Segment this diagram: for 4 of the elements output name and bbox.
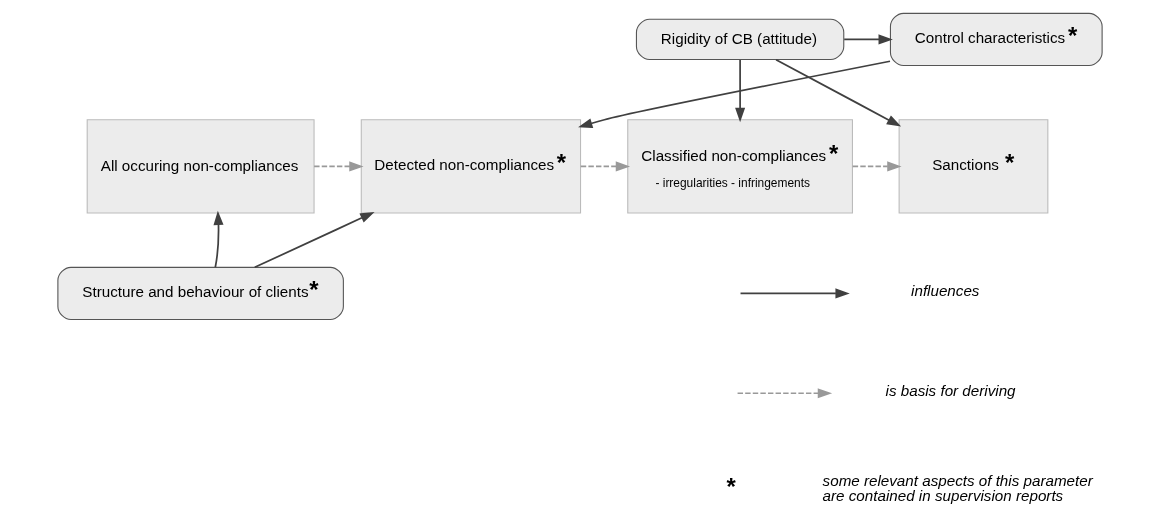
legend-label: influences	[910, 281, 979, 299]
label: *	[726, 472, 736, 500]
legend-label: some relevant aspects of this parameter are contained in supervision reports	[822, 471, 1093, 504]
legend-label: is basis for deriving	[885, 381, 1016, 399]
